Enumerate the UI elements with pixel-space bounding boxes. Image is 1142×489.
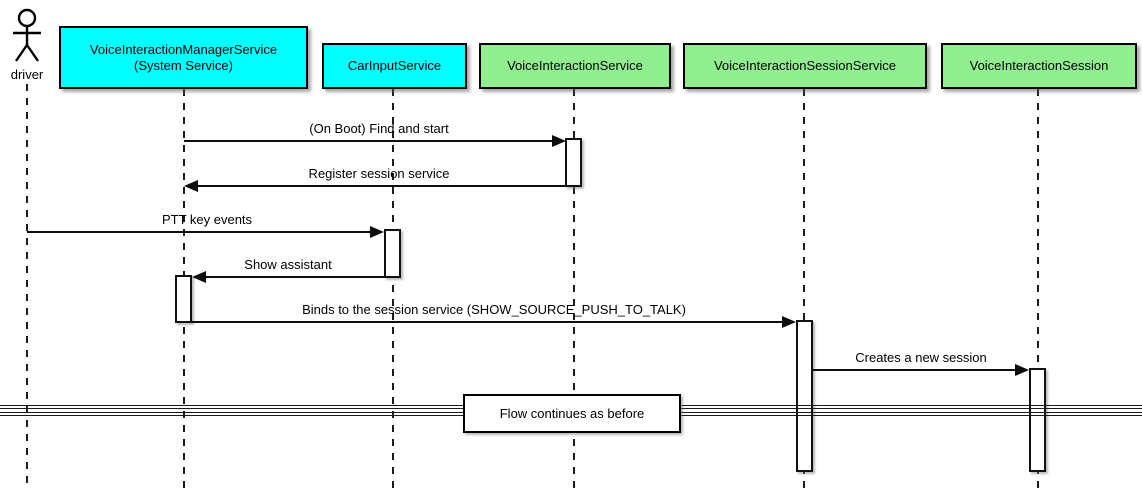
participant-label: VoiceInteractionManagerService [89, 41, 278, 57]
divider-label-box: Flow continues as before [463, 394, 681, 433]
participant-label: CarInputService [347, 58, 442, 73]
participant-voice-interaction-service: VoiceInteractionService [479, 43, 671, 89]
message-label: Show assistant [244, 257, 332, 272]
activation-car-input-service [384, 229, 401, 278]
lifeline-car-input-service [392, 89, 394, 488]
message-arrow-line [192, 321, 784, 323]
message-label: (On Boot) Find and start [309, 121, 449, 136]
message-arrow-line [205, 276, 384, 278]
arrowhead-right-icon [1015, 364, 1029, 376]
participant-label: VoiceInteractionSessionService [713, 58, 897, 73]
activation-voice-interaction-service [565, 138, 582, 187]
lifeline-voice-interaction-session [1037, 89, 1039, 488]
actor-stick-figure-icon [13, 8, 41, 62]
message-arrow-line [813, 369, 1017, 371]
actor-label-driver: driver [10, 67, 44, 82]
divider-label: Flow continues as before [499, 406, 645, 421]
message-arrow-line [184, 140, 554, 142]
arrowhead-left-icon [192, 271, 206, 283]
participant-voice-interaction-manager-service: VoiceInteractionManagerService (System S… [59, 26, 308, 89]
message-arrow-line [27, 231, 372, 233]
activation-voice-interaction-manager-service [175, 275, 192, 323]
lifeline-voice-interaction-service [573, 89, 575, 488]
participant-voice-interaction-session: VoiceInteractionSession [941, 43, 1137, 89]
message-label: Creates a new session [855, 350, 987, 365]
participant-label: VoiceInteractionSession [969, 58, 1109, 73]
participant-voice-interaction-session-service: VoiceInteractionSessionService [683, 43, 927, 89]
message-arrow-line [197, 185, 565, 187]
arrowhead-right-icon [370, 226, 384, 238]
message-label: Register session service [308, 166, 450, 181]
activation-voice-interaction-session [1029, 368, 1046, 472]
arrowhead-right-icon [552, 135, 566, 147]
message-label: PTT key events [161, 212, 253, 227]
activation-voice-interaction-session-service [796, 320, 813, 472]
message-label: Binds to the session service (SHOW_SOURC… [302, 302, 686, 317]
lifeline-voice-interaction-session-service [803, 89, 805, 488]
participant-sublabel: (System Service) [134, 57, 233, 73]
arrowhead-right-icon [782, 316, 796, 328]
arrowhead-left-icon [184, 180, 198, 192]
lifeline-driver [26, 84, 28, 488]
participant-label: VoiceInteractionService [507, 58, 643, 73]
participant-car-input-service: CarInputService [322, 43, 467, 89]
